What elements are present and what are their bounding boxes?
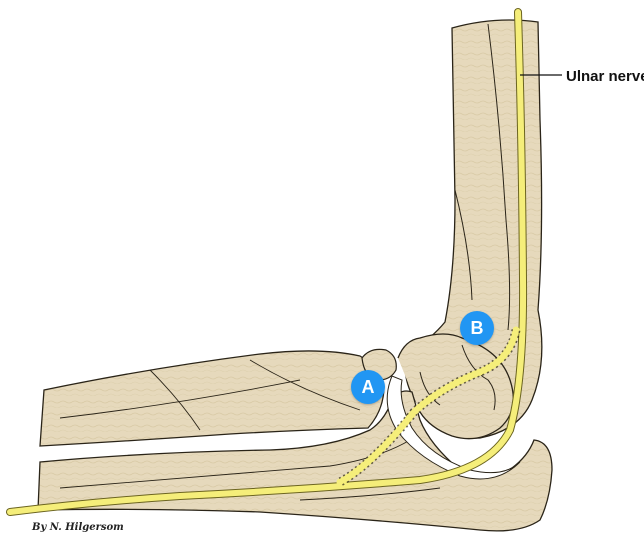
ulnar-nerve-label: Ulnar nerve [566, 68, 644, 85]
marker-b-badge: B [460, 311, 494, 345]
marker-a-badge: A [351, 370, 385, 404]
radius-bone [40, 351, 384, 446]
author-credit: By N. Hilgersom [32, 522, 124, 533]
